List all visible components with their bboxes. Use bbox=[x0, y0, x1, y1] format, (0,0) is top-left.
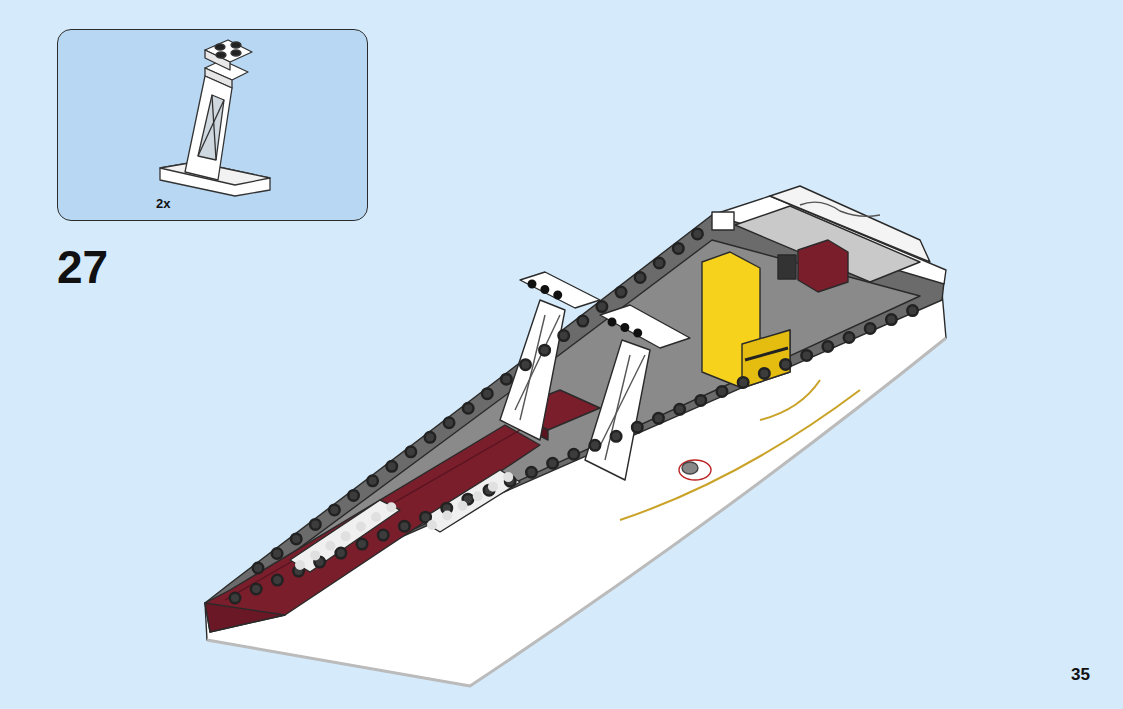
callout-fill bbox=[58, 30, 367, 220]
boat bbox=[205, 186, 946, 686]
step-number: 27 bbox=[57, 240, 108, 294]
page-number: 35 bbox=[1071, 665, 1090, 685]
studs bbox=[235, 232, 928, 598]
stand-part bbox=[160, 40, 270, 196]
part-quantity: 2x bbox=[156, 196, 170, 211]
parts-callout: 2x bbox=[57, 29, 368, 221]
